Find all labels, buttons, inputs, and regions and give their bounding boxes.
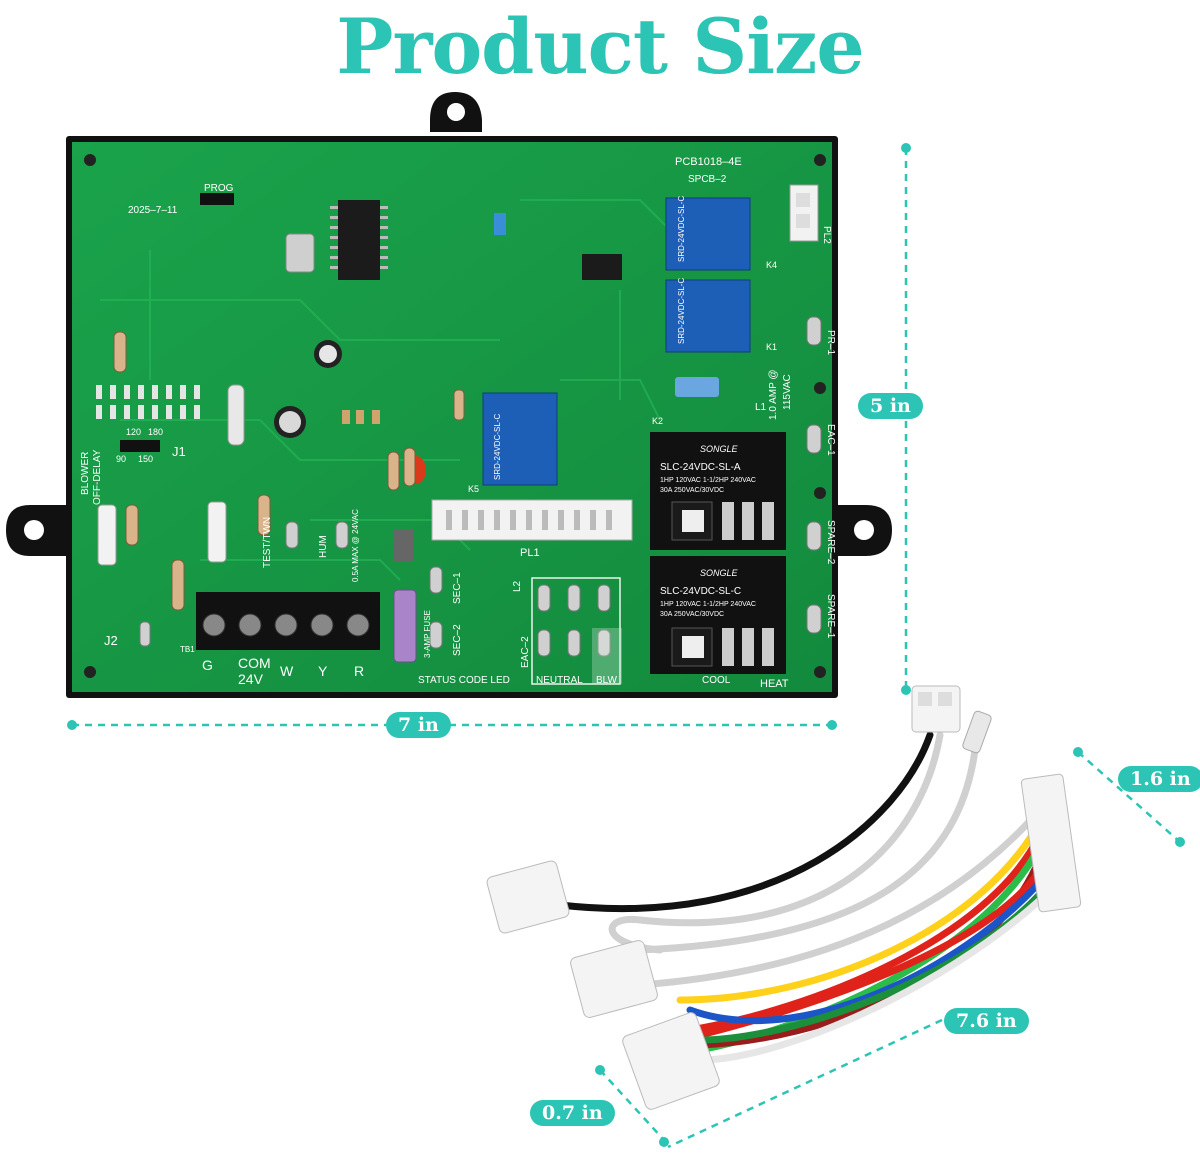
j1-label: J1 bbox=[172, 444, 186, 459]
prog-label: PROG bbox=[204, 183, 234, 194]
large-relays bbox=[650, 432, 786, 674]
dimension-lines bbox=[72, 148, 1181, 1149]
fuse bbox=[393, 589, 417, 663]
relay-k2-brand: SONGLE bbox=[700, 444, 739, 454]
blower-label: BLOWER bbox=[80, 452, 91, 495]
l1-label: L1 bbox=[755, 402, 767, 413]
pcb-silkscreen: PCB1018–4E SPCB–2 2025–7–11 PROG BLOWER … bbox=[80, 156, 836, 690]
hum-label: HUM bbox=[318, 535, 329, 558]
relay-k1-model: SRD-24VDC-SL-C bbox=[677, 278, 686, 344]
small-relays bbox=[482, 197, 751, 486]
terminal-r: R bbox=[354, 663, 364, 679]
relay-labels: SRD-24VDC-SL-C SRD-24VDC-SL-C SRD-24VDC-… bbox=[493, 196, 756, 618]
status-led-label: STATUS CODE LED bbox=[418, 675, 510, 686]
terminal-w: W bbox=[280, 663, 294, 679]
sec2-label: SEC–2 bbox=[452, 624, 463, 656]
dimension-label-harness-length: 7.6 in bbox=[944, 1008, 1029, 1034]
vac-label: 115VAC bbox=[782, 374, 793, 410]
terminal-g: G bbox=[202, 657, 213, 673]
delay-180: 180 bbox=[148, 427, 163, 437]
tb1-label: TB1 bbox=[180, 645, 195, 654]
eac2-label: EAC–2 bbox=[520, 636, 531, 668]
terminal-y: Y bbox=[318, 663, 328, 679]
relay-heat-spec2: 30A 250VAC/30VDC bbox=[660, 611, 724, 618]
neutral-label: NEUTRAL bbox=[536, 675, 583, 686]
dimension-label-board-width: 7 in bbox=[386, 712, 451, 738]
dimension-label-board-height: 5 in bbox=[858, 393, 923, 419]
off-delay-label: OFF-DELAY bbox=[92, 449, 103, 505]
capacitors bbox=[274, 213, 719, 562]
j1-jumper bbox=[120, 440, 160, 452]
max-label: 0.5A MAX @ 24VAC bbox=[351, 509, 360, 582]
sec1-label: SEC–1 bbox=[452, 572, 463, 604]
pl2-label: PL2 bbox=[821, 226, 832, 244]
relay-k2-spec1: 1HP 120VAC 1-1/2HP 240VAC bbox=[660, 477, 756, 484]
relay-k2-spec2: 30A 250VAC/30VDC bbox=[660, 487, 724, 494]
harness-connectors bbox=[486, 685, 1082, 1110]
relay-k2-model: SLC-24VDC-SL-A bbox=[660, 462, 741, 473]
terminal-com: COM bbox=[238, 655, 271, 671]
relay-k4-model: SRD-24VDC-SL-C bbox=[677, 196, 686, 262]
terminal-24v: 24V bbox=[238, 671, 264, 687]
j2-label: J2 bbox=[104, 633, 118, 648]
board-model: PCB1018–4E bbox=[675, 156, 742, 168]
relay-heat-model: SLC-24VDC-SL-C bbox=[660, 586, 741, 597]
spade-terminals bbox=[139, 316, 822, 657]
k2-label: K2 bbox=[652, 416, 663, 426]
board-code: SPCB–2 bbox=[688, 174, 727, 185]
delay-120: 120 bbox=[126, 427, 141, 437]
eac1-label: EAC–1 bbox=[825, 424, 836, 456]
pcb-screws bbox=[84, 154, 826, 678]
ic-chips bbox=[200, 193, 622, 280]
pl1-label: PL1 bbox=[520, 547, 540, 559]
k1-label: K1 bbox=[766, 342, 777, 352]
cool-label: COOL bbox=[702, 675, 731, 686]
page-title: Product Size bbox=[336, 2, 864, 91]
amp-label: 1.0 AMP @ bbox=[768, 369, 779, 420]
blw-block bbox=[592, 628, 622, 684]
relay-heat-spec1: 1HP 120VAC 1-1/2HP 240VAC bbox=[660, 601, 756, 608]
test-twn-label: TEST/TWN bbox=[262, 517, 273, 568]
board-date: 2025–7–11 bbox=[128, 205, 178, 216]
k5-label: K5 bbox=[468, 484, 479, 494]
dimension-label-plug-size: 0.7 in bbox=[530, 1100, 615, 1126]
wire-harness bbox=[556, 730, 1044, 1064]
delay-90: 90 bbox=[116, 454, 126, 464]
pcb-traces bbox=[100, 199, 681, 581]
blw-label: BLW bbox=[596, 675, 617, 686]
spare2-label: SPARE–2 bbox=[825, 520, 836, 565]
dimension-endpoints bbox=[67, 143, 1185, 1147]
terminal-block bbox=[196, 592, 380, 650]
spare1-label: SPARE–1 bbox=[825, 594, 836, 639]
dimension-label-connector-width: 1.6 in bbox=[1118, 766, 1200, 792]
relay-heat-brand: SONGLE bbox=[700, 568, 739, 578]
pl1-pins bbox=[446, 510, 612, 530]
neutral-block bbox=[531, 577, 621, 685]
pr1-label: PR–1 bbox=[825, 330, 836, 355]
k4-label: K4 bbox=[766, 260, 777, 270]
l2-label: L2 bbox=[512, 580, 523, 592]
resistors bbox=[96, 331, 465, 611]
relay-k5-model: SRD-24VDC-SL-C bbox=[493, 414, 502, 480]
heat-label: HEAT bbox=[760, 678, 789, 690]
delay-150: 150 bbox=[138, 454, 153, 464]
fuse-label: 3-AMP FUSE bbox=[423, 610, 432, 658]
